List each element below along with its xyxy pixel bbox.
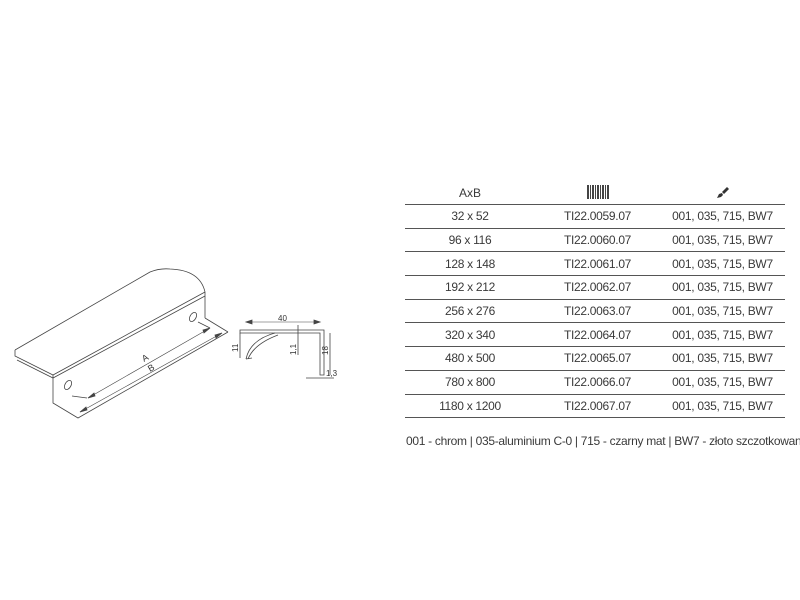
- table-header-row: AxB: [405, 182, 785, 205]
- size-cell: 32 x 52: [405, 204, 535, 229]
- size-cell: 96 x 116: [405, 228, 535, 253]
- product-code-cell: TI22.0062.07: [535, 275, 660, 300]
- finishes-cell: 001, 035, 715, BW7: [660, 275, 785, 300]
- mounting-hole: [63, 380, 73, 390]
- size-cell: 1180 x 1200: [405, 394, 535, 419]
- handle-profile-section: 40 11 1,1 18 1,3: [231, 314, 338, 379]
- header-finish: [660, 182, 785, 205]
- size-cell: 320 x 340: [405, 322, 535, 348]
- header-code: [535, 182, 660, 205]
- size-cell: 128 x 148: [405, 251, 535, 277]
- product-code-cell: TI22.0063.07: [535, 299, 660, 324]
- finishes-cell: 001, 035, 715, BW7: [660, 370, 785, 395]
- size-cell: 256 x 276: [405, 299, 535, 324]
- handle-technical-drawing: A B 40 11 1,1 18 1,3: [14, 268, 338, 419]
- finishes-cell: 001, 035, 715, BW7: [660, 204, 785, 229]
- finishes-cell: 001, 035, 715, BW7: [660, 346, 785, 371]
- dim-width-label: 40: [278, 314, 287, 323]
- size-cell: 480 x 500: [405, 346, 535, 371]
- dim-base-label: 1,3: [326, 369, 338, 378]
- paint-brush-icon: [716, 186, 729, 198]
- product-code-cell: TI22.0065.07: [535, 346, 660, 371]
- size-cell: 192 x 212: [405, 275, 535, 300]
- finishes-cell: 001, 035, 715, BW7: [660, 322, 785, 348]
- product-code-cell: TI22.0067.07: [535, 394, 660, 419]
- product-code-cell: TI22.0064.07: [535, 322, 660, 348]
- finishes-cell: 001, 035, 715, BW7: [660, 394, 785, 419]
- dim-height-label: 18: [321, 346, 330, 355]
- dim-lip-label: 11: [231, 343, 240, 352]
- finishes-cell: 001, 035, 715, BW7: [660, 228, 785, 253]
- product-code-cell: TI22.0060.07: [535, 228, 660, 253]
- dim-a-label: A: [140, 352, 150, 364]
- finishes-cell: 001, 035, 715, BW7: [660, 251, 785, 277]
- size-cell: 780 x 800: [405, 370, 535, 395]
- product-code-cell: TI22.0061.07: [535, 251, 660, 277]
- barcode-icon: [586, 184, 609, 199]
- dim-b-label: B: [146, 362, 156, 374]
- mounting-hole: [188, 312, 198, 322]
- header-size: AxB: [405, 182, 535, 205]
- dim-thickness-label: 1,1: [289, 343, 298, 355]
- product-code-cell: TI22.0059.07: [535, 204, 660, 229]
- handle-isometric-view: A B: [14, 268, 229, 419]
- finish-color-legend: 001 - chrom | 035-aluminium C-0 | 715 - …: [406, 434, 800, 448]
- finishes-cell: 001, 035, 715, BW7: [660, 299, 785, 324]
- product-code-cell: TI22.0066.07: [535, 370, 660, 395]
